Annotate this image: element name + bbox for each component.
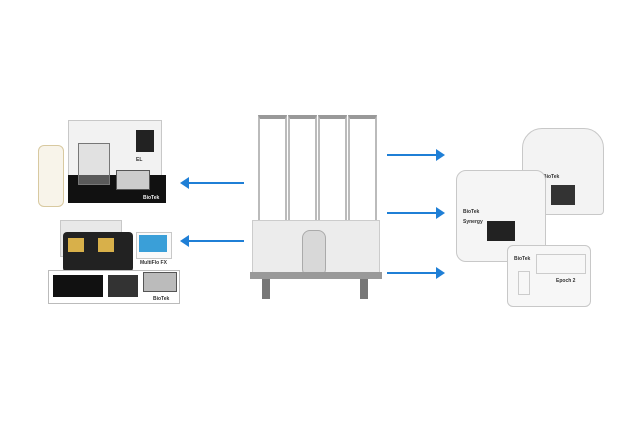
logo-text: Synergy	[463, 219, 483, 225]
logo-text: BioTek	[153, 296, 170, 302]
logo-text: EL	[136, 157, 143, 163]
arrow-right-icon	[387, 267, 445, 279]
logo-text: Epoch 2	[556, 278, 576, 284]
arrow-left-icon	[180, 235, 244, 247]
arrow-right-icon	[387, 207, 445, 219]
logo-text: BioTek	[543, 174, 560, 180]
washer-instrument: EL BioTek	[38, 115, 168, 210]
logo-text: BioTek	[143, 195, 160, 201]
bottle-icon	[38, 145, 64, 207]
logo-text: BioTek	[463, 209, 480, 215]
dispenser-instrument: MultiFlo FX BioTek	[38, 220, 180, 305]
reader-epoch: BioTek Epoch 2	[507, 245, 591, 307]
keypad-display	[136, 130, 154, 152]
logo-text: MultiFlo FX	[140, 260, 167, 266]
arrow-right-icon	[387, 149, 445, 161]
plate-stacker	[250, 115, 382, 305]
arrow-left-icon	[180, 177, 244, 189]
logo-text: BioTek	[514, 256, 531, 262]
